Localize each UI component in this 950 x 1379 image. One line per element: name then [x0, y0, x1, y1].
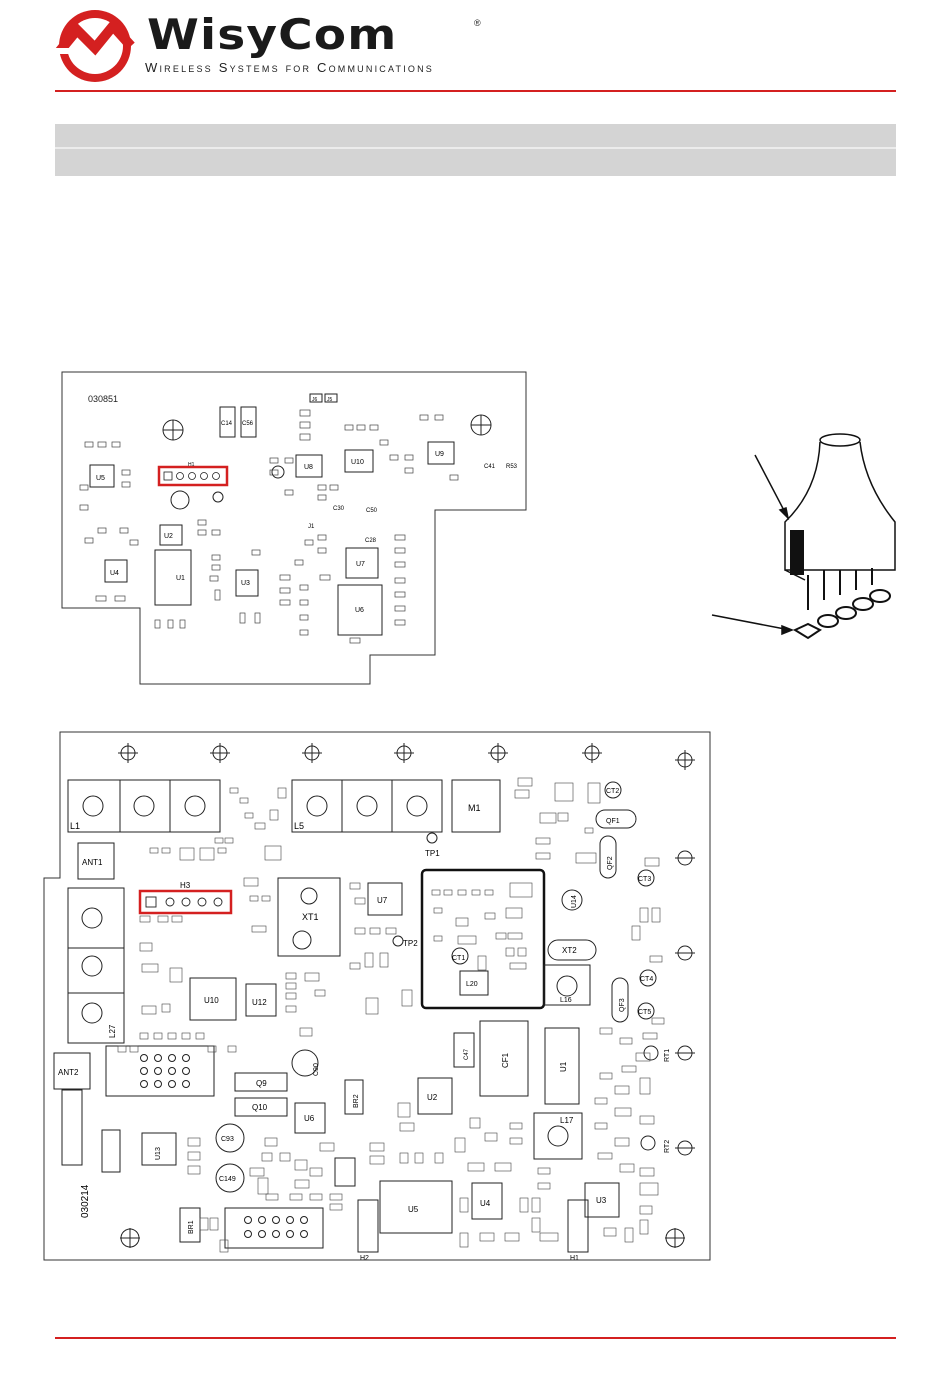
label-c56: C56 [242, 421, 254, 427]
label-l27: L27 [108, 1024, 117, 1038]
label-h2: H2 [360, 1255, 369, 1262]
label-j6: J6 [312, 397, 318, 403]
label-rt1: RT1 [664, 1049, 671, 1062]
pcb-top-layout: 030851 C14 C56 J6 J5 U5 U8 U10 U9 U2 U1 … [61, 371, 527, 685]
label-tp1: TP1 [425, 849, 440, 858]
brand-tagline: Wireless Systems for Communications [145, 60, 435, 75]
label-u1: U1 [176, 575, 185, 582]
label-c14: C14 [221, 421, 233, 427]
label-u13: U13 [155, 1147, 162, 1160]
label-cf1: CF1 [501, 1052, 510, 1068]
label-ant1: ANT1 [82, 858, 103, 867]
label-u5: U5 [408, 1205, 419, 1214]
label-l20: L20 [466, 981, 478, 988]
connector-illustration [711, 433, 896, 640]
label-c47: C47 [464, 1048, 470, 1060]
label-br1: BR1 [188, 1220, 195, 1234]
pcb-bottom-layout: 030214 L1 L5 M1 TP1 ANT1 ANT [43, 731, 711, 1262]
label-c93: C93 [221, 1136, 234, 1143]
label-l16: L16 [560, 997, 572, 1004]
label-qf2: QF2 [607, 856, 614, 870]
label-u10: U10 [204, 996, 219, 1005]
label-c41: C41 [484, 464, 496, 470]
header-divider [55, 90, 896, 92]
label-ct5: CT5 [638, 1009, 651, 1016]
label-c28: C28 [365, 538, 377, 544]
label-c90: C90 [313, 1063, 320, 1076]
label-q10: Q10 [252, 1103, 268, 1112]
label-l1: L1 [70, 821, 80, 831]
label-u3: U3 [596, 1196, 607, 1205]
label-u6: U6 [355, 607, 364, 614]
footer-divider [55, 1337, 896, 1339]
label-u14: U14 [571, 895, 578, 908]
label-m1: M1 [468, 803, 481, 813]
label-qf3: QF3 [619, 998, 626, 1012]
label-ct3: CT3 [638, 876, 651, 883]
board-top-code: 030851 [88, 394, 118, 404]
label-h1-top: H1 [188, 462, 195, 468]
label-ct4: CT4 [640, 976, 653, 983]
label-br2: BR2 [353, 1094, 360, 1108]
label-tp2: TP2 [403, 939, 418, 948]
label-u2: U2 [427, 1093, 438, 1102]
label-u3: U3 [241, 580, 250, 587]
label-h1-bottom: H1 [570, 1255, 579, 1262]
label-ct2: CT2 [606, 788, 619, 795]
label-r53: R53 [506, 464, 518, 470]
label-c30: C30 [333, 506, 345, 512]
label-ct1: CT1 [452, 955, 465, 962]
label-u10: U10 [351, 459, 364, 466]
label-u5: U5 [96, 475, 105, 482]
label-u8: U8 [304, 464, 313, 471]
label-u4: U4 [480, 1199, 491, 1208]
title-bar-row [55, 124, 896, 149]
label-l17: L17 [560, 1116, 574, 1125]
label-xt1: XT1 [302, 912, 319, 922]
label-u7: U7 [356, 561, 365, 568]
label-u2: U2 [164, 533, 173, 540]
label-q9: Q9 [256, 1079, 267, 1088]
board-bottom-code: 030214 [80, 1184, 91, 1218]
label-c149: C149 [219, 1176, 236, 1183]
label-u6: U6 [304, 1114, 315, 1123]
label-u4: U4 [110, 570, 119, 577]
registered-mark: ® [474, 18, 481, 28]
wisycom-logo [55, 10, 135, 82]
title-bar [55, 124, 896, 176]
label-xt2: XT2 [562, 946, 577, 955]
label-rt2: RT2 [664, 1140, 671, 1153]
label-j1: J1 [308, 524, 315, 530]
label-h3: H3 [180, 881, 191, 890]
label-u12: U12 [252, 998, 267, 1007]
label-c50: C50 [366, 508, 378, 514]
label-u1: U1 [559, 1061, 568, 1072]
label-ant2: ANT2 [58, 1068, 79, 1077]
label-qf1: QF1 [606, 818, 620, 825]
label-j5: J5 [327, 397, 333, 403]
label-l5: L5 [294, 821, 304, 831]
brand-name: WisyCom [147, 10, 398, 59]
label-u7: U7 [377, 896, 388, 905]
page-header: WisyCom ® Wireless Systems for Communica… [0, 0, 950, 100]
label-u9: U9 [435, 451, 444, 458]
